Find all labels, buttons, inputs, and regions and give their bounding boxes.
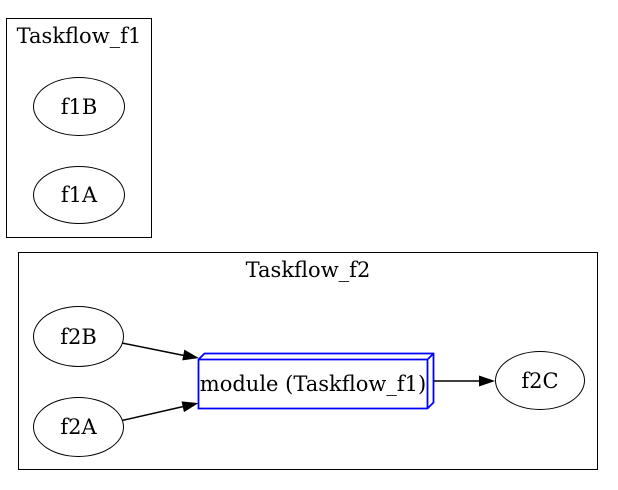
node-f2c-label: f2C	[521, 368, 559, 393]
node-f2c: f2C	[495, 351, 585, 410]
node-f1b-label: f1B	[60, 94, 98, 119]
node-f2b-label: f2B	[60, 324, 97, 349]
cluster-taskflow-f2-title: Taskflow_f2	[245, 258, 371, 282]
node-module-label: module (Taskflow_f1)	[199, 372, 427, 396]
node-f1a: f1A	[33, 166, 125, 224]
node-f2b: f2B	[33, 306, 124, 367]
node-f2a-label: f2A	[60, 415, 97, 439]
node-f1a-label: f1A	[60, 183, 98, 207]
node-f1b: f1B	[33, 77, 125, 136]
cluster-taskflow-f1-title: Taskflow_f1	[16, 24, 142, 48]
node-f2a: f2A	[33, 397, 124, 457]
node-module: module (Taskflow_f1)	[198, 359, 428, 409]
